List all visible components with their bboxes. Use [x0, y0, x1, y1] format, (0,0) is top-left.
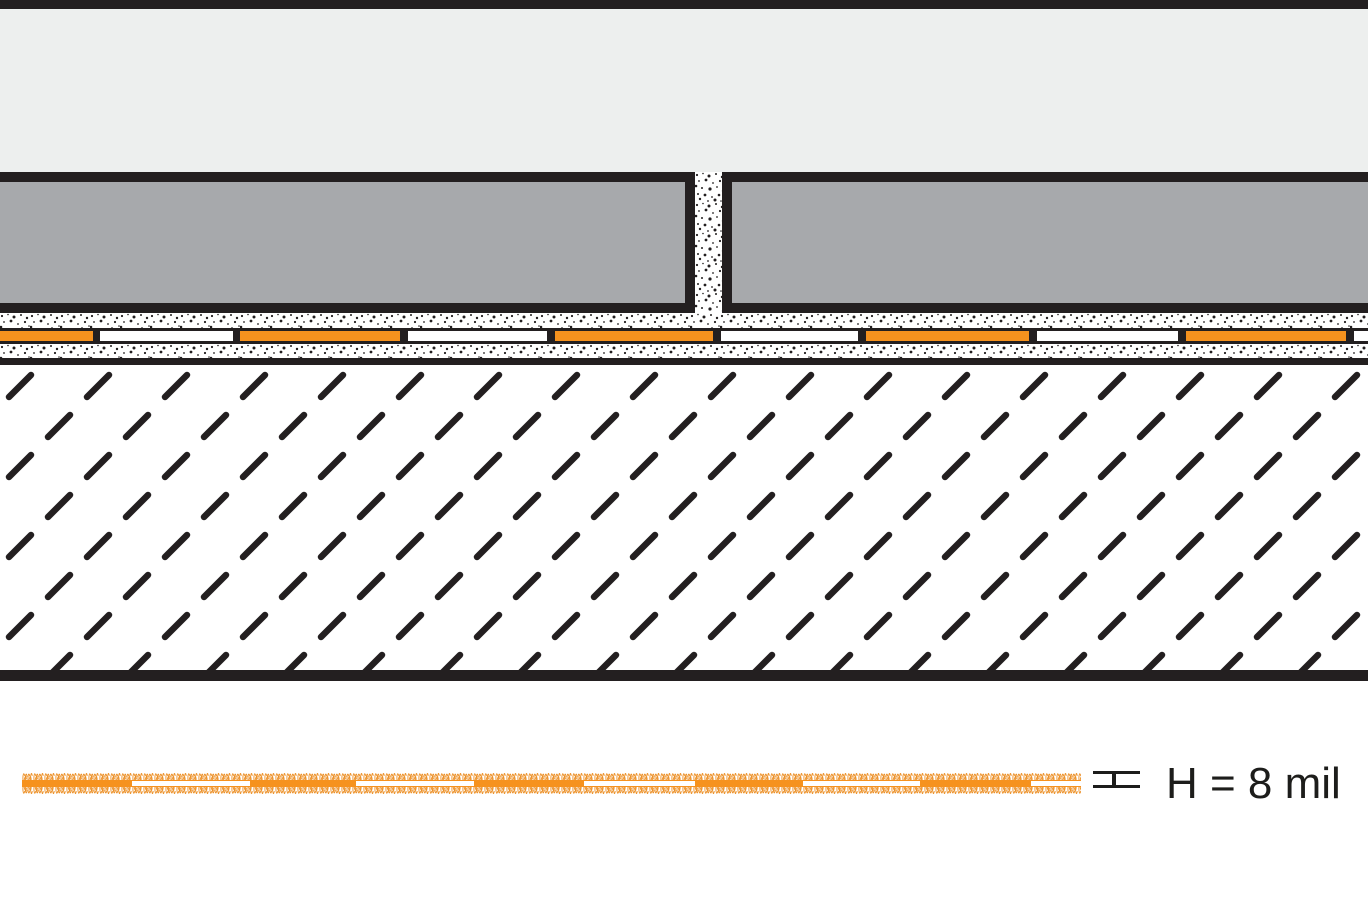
substrate-hatch-texture — [0, 365, 1368, 670]
tile-left — [0, 172, 695, 313]
core-segment-orange — [695, 780, 803, 787]
membrane-segment-orange — [240, 331, 400, 341]
membrane-segment-orange — [0, 331, 93, 341]
height-label: H = 8 mil — [1166, 759, 1341, 808]
covering-slab — [0, 9, 1368, 172]
fleece-top-texture — [22, 770, 1081, 780]
thinset-mortar-lower-texture — [0, 344, 1368, 358]
bracket-top-line — [1093, 771, 1140, 774]
membrane-segment-white — [1037, 331, 1178, 341]
membrane-segment-white — [1354, 331, 1368, 341]
membrane-segment-orange — [555, 331, 713, 341]
fleece-bottom-texture — [22, 787, 1081, 797]
grout-joint-texture — [695, 172, 722, 329]
bracket-vertical-line — [1112, 771, 1116, 788]
thinset-mortar-upper-texture — [0, 313, 1368, 328]
detached-membrane-strip — [22, 770, 1081, 797]
uncoupling-membrane-layer — [0, 328, 1368, 344]
bracket-bottom-line — [1093, 785, 1140, 788]
bottom-border-line — [0, 670, 1368, 681]
membrane-segment-orange — [866, 331, 1029, 341]
core-segment-orange — [474, 780, 584, 787]
membrane-segment-white — [100, 331, 233, 341]
core-segment-orange — [920, 780, 1031, 787]
membrane-segment-white — [721, 331, 858, 341]
membrane-segment-white — [408, 331, 547, 341]
core-segment-orange — [250, 780, 356, 787]
membrane-substrate-border-line — [0, 358, 1368, 365]
height-dimension-icon — [1093, 771, 1140, 788]
core-segment-orange — [22, 780, 132, 787]
membrane-segment-orange — [1186, 331, 1346, 341]
membrane-core — [22, 780, 1081, 787]
tile-right — [722, 172, 1368, 313]
top-border-line — [0, 0, 1368, 9]
